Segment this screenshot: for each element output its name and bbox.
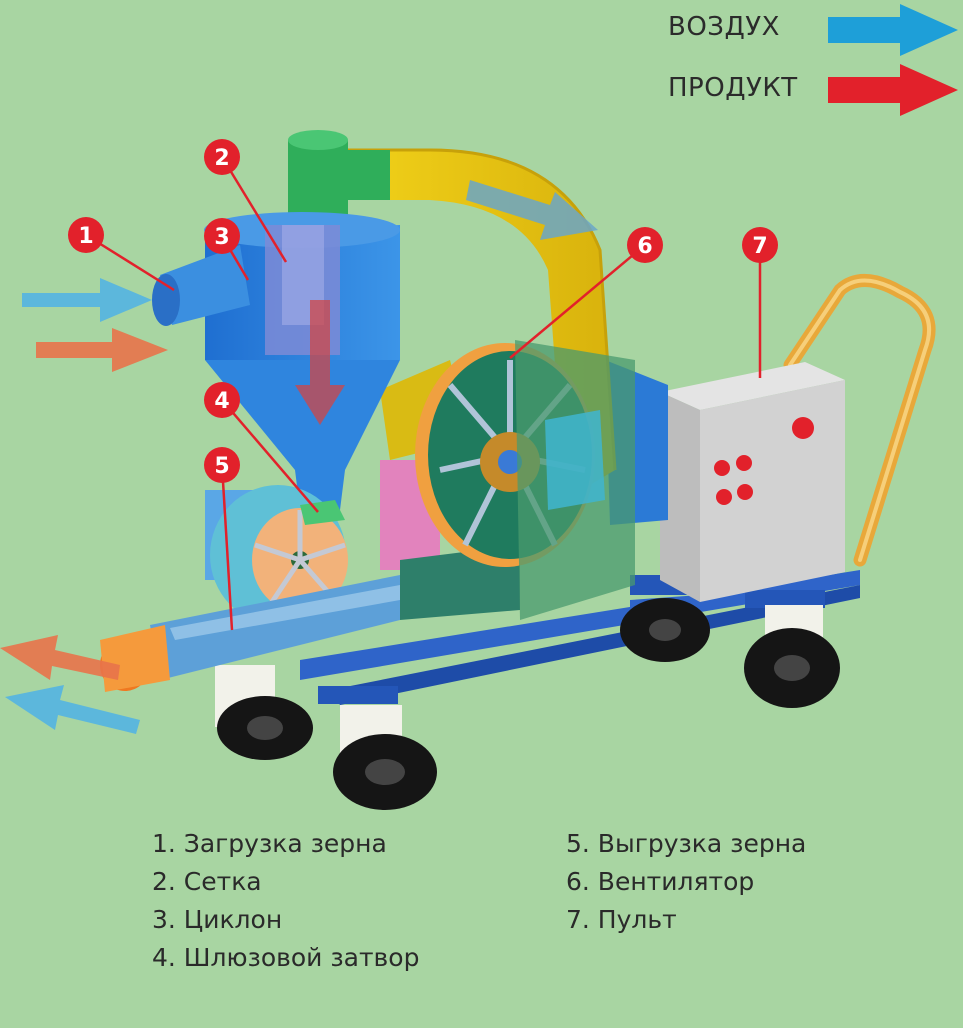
airlock-valve bbox=[205, 485, 348, 625]
marker-7: 7 bbox=[742, 227, 778, 263]
caption-item: 5. Выгрузка зерна bbox=[566, 829, 807, 858]
inlet-air-arrow bbox=[22, 278, 152, 322]
control-panel bbox=[660, 362, 845, 602]
wheel-front-right bbox=[333, 705, 437, 810]
marker-2: 2 bbox=[204, 139, 240, 175]
legend-air-label: ВОЗДУХ bbox=[668, 12, 780, 42]
svg-text:7: 7 bbox=[752, 234, 767, 259]
caption-item: 4. Шлюзовой затвор bbox=[152, 943, 420, 972]
caption-item: 3. Циклон bbox=[152, 905, 283, 934]
wheel-rear-left bbox=[620, 598, 710, 662]
outlet-product-arrow bbox=[0, 635, 120, 680]
svg-text:4: 4 bbox=[214, 389, 229, 414]
fan bbox=[415, 340, 635, 620]
marker-1: 1 bbox=[68, 217, 104, 253]
wheel-rear-right bbox=[744, 605, 840, 708]
svg-text:3: 3 bbox=[214, 225, 229, 250]
leader-lines bbox=[85, 156, 762, 631]
legend-air-arrow bbox=[828, 4, 958, 56]
marker-6: 6 bbox=[627, 227, 663, 263]
svg-text:1: 1 bbox=[78, 224, 93, 249]
caption-item: 6. Вентилятор bbox=[566, 867, 755, 896]
marker-3: 3 bbox=[204, 218, 240, 254]
svg-text:5: 5 bbox=[214, 454, 229, 479]
legend-product-arrow bbox=[828, 64, 958, 116]
svg-text:2: 2 bbox=[214, 146, 229, 171]
marker-4: 4 bbox=[204, 382, 240, 418]
caption-item: 1. Загрузка зерна bbox=[152, 829, 387, 858]
outlet-air-arrow bbox=[5, 685, 140, 734]
cart-handle bbox=[783, 274, 936, 567]
legend-product-label: ПРОДУКТ bbox=[668, 73, 798, 103]
inlet-product-arrow bbox=[36, 328, 168, 372]
wheel-front-left bbox=[215, 665, 313, 760]
caption-item: 7. Пульт bbox=[566, 905, 677, 934]
svg-text:6: 6 bbox=[637, 234, 652, 259]
caption-item: 2. Сетка bbox=[152, 867, 262, 896]
inlet-pipe bbox=[152, 245, 250, 326]
marker-5: 5 bbox=[204, 447, 240, 483]
